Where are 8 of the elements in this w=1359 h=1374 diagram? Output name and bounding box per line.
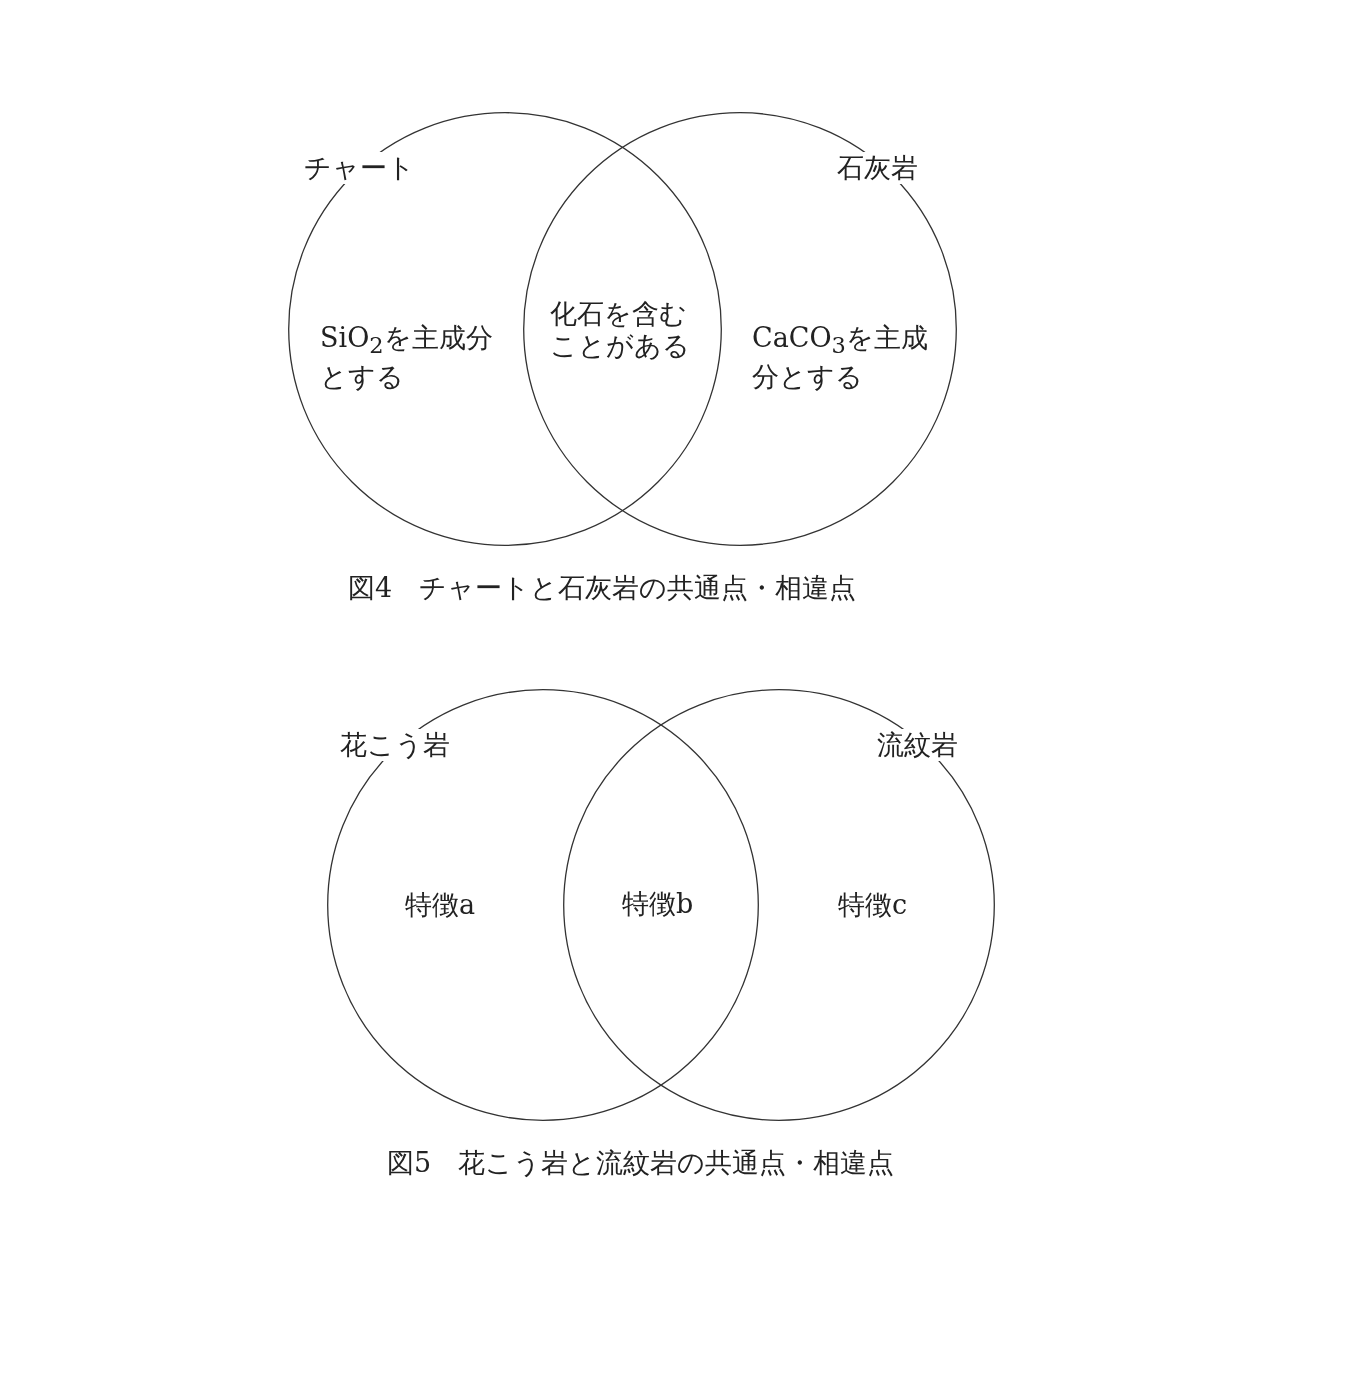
set-description: 特徴c [838,889,909,921]
figure-caption: 図4 チャートと石灰岩の共通点・相違点 [348,572,857,604]
set-description: 特徴a [405,889,477,921]
set-description: CaCO$_{3}$を主成分とする [752,322,929,394]
overlap-label: 特徴b [622,888,694,920]
set-description: SiO$_{2}$を主成分とする [320,322,494,394]
figure-caption: 図5 花こう岩と流紋岩の共通点・相違点 [387,1147,895,1179]
overlap-label: 化石を含むことがある [550,298,691,362]
